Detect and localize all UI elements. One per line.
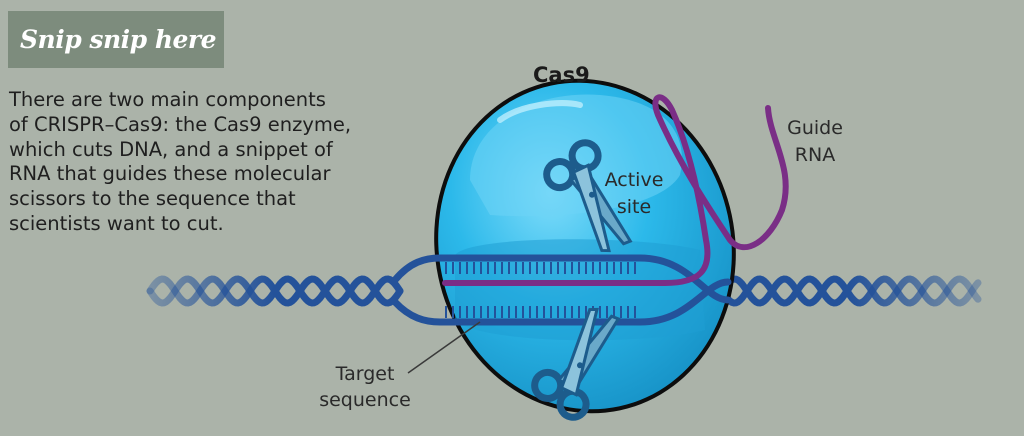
intro-line: There are two main components [9,88,326,111]
scissors-icon [543,139,633,253]
guide-rna-strand [442,94,789,286]
guide-rna-label: RNA [795,144,835,166]
target-sequence-leader [407,321,481,374]
dna-strand [146,275,404,307]
intro-line: which cuts DNA, and a snippet of [9,137,333,161]
active-site-label: site [617,196,651,218]
dna-strand [718,275,982,307]
scissors-icon [531,307,621,421]
dna-strand [718,275,982,307]
intro-line: scientists want to cut. [9,211,224,235]
cas9-label: Cas9 [533,63,590,87]
dna-helix-left [146,275,404,307]
guide-rna-label: Guide [787,117,843,139]
intro-text: There are two main components of CRISPR–… [9,88,379,237]
active-site-label: Active [605,169,664,191]
target-sequence-label: sequence [319,389,411,411]
diagram-title: Snip snip here [20,25,217,54]
cas9-enzyme [434,78,736,414]
target-sequence-label: Target [335,363,395,385]
intro-line: of CRISPR–Cas9: the Cas9 enzyme, [9,112,352,136]
dna-helix-right [718,275,982,307]
title-banner: Snip snip here [8,11,224,68]
intro-line: RNA that guides these molecular [9,162,331,186]
intro-line: scissors to the sequence that [9,187,296,211]
